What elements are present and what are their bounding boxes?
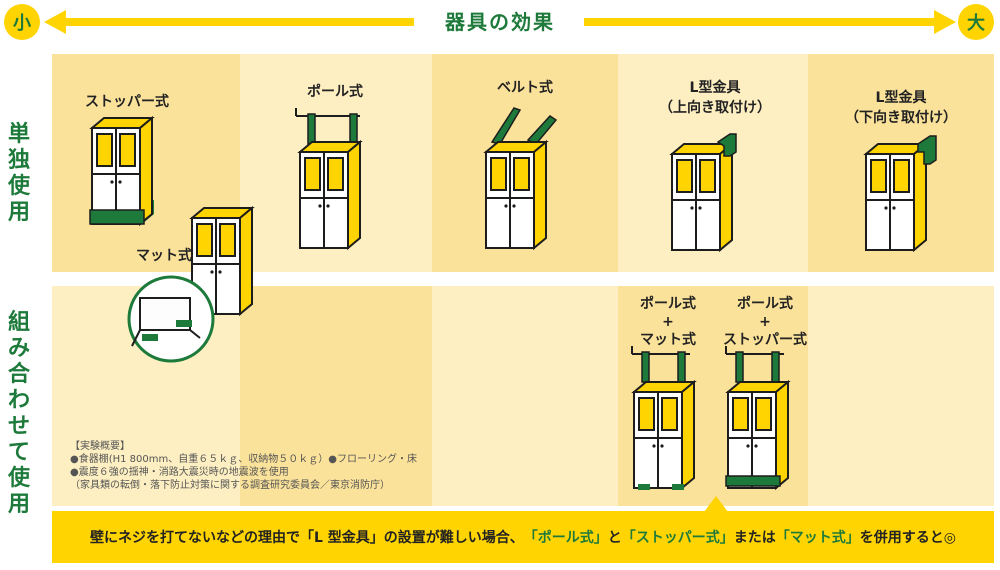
- cell-combined-2: [240, 286, 432, 506]
- label-belt: ベルト式: [497, 80, 553, 96]
- label-pole-stopper: ポール式 + ストッパー式: [723, 296, 807, 348]
- label-l-up: L型金具 （上向き取付け）: [659, 80, 771, 116]
- small-badge: 小: [4, 4, 40, 40]
- label-pole: ポール式: [307, 84, 363, 100]
- cabinet-l-down-icon: [865, 135, 937, 251]
- row-label-combined: 組み合わせて使用: [7, 310, 30, 517]
- cell-combined-3: [432, 286, 618, 506]
- row-label-single: 単独使用: [7, 122, 30, 225]
- cell-combined-5: [808, 286, 994, 506]
- experiment-notes: 【実験概要】 ●食器棚(H1 800mm、自重６５ｋｇ、収納物５０ｋｇ）●フロー…: [70, 441, 417, 491]
- cabinet-pole-stopper-icon: [725, 346, 789, 489]
- large-badge: 大: [958, 4, 994, 40]
- mat-detail-circle: [127, 275, 215, 363]
- header-title: 器具の効果: [445, 10, 555, 34]
- cabinet-pole-mat-icon: [631, 346, 695, 490]
- cabinet-belt-icon: [485, 107, 558, 249]
- cabinet-stopper-icon: [89, 117, 154, 225]
- recommendation-banner: 壁にネジを打てないなどの理由で「L 型金具」の設置が難しい場合、 「ポール式」 …: [52, 511, 994, 563]
- label-mat: マット式: [136, 248, 192, 264]
- cabinet-pole-icon: [295, 108, 361, 249]
- banner-pointer: [704, 496, 728, 512]
- label-stopper: ストッパー式: [85, 94, 169, 110]
- cabinet-l-up-icon: [671, 133, 737, 251]
- label-l-down: L型金具 （下向き取付け）: [845, 90, 957, 126]
- effect-arrow: [44, 10, 956, 34]
- label-pole-mat: ポール式 + マット式: [640, 296, 696, 348]
